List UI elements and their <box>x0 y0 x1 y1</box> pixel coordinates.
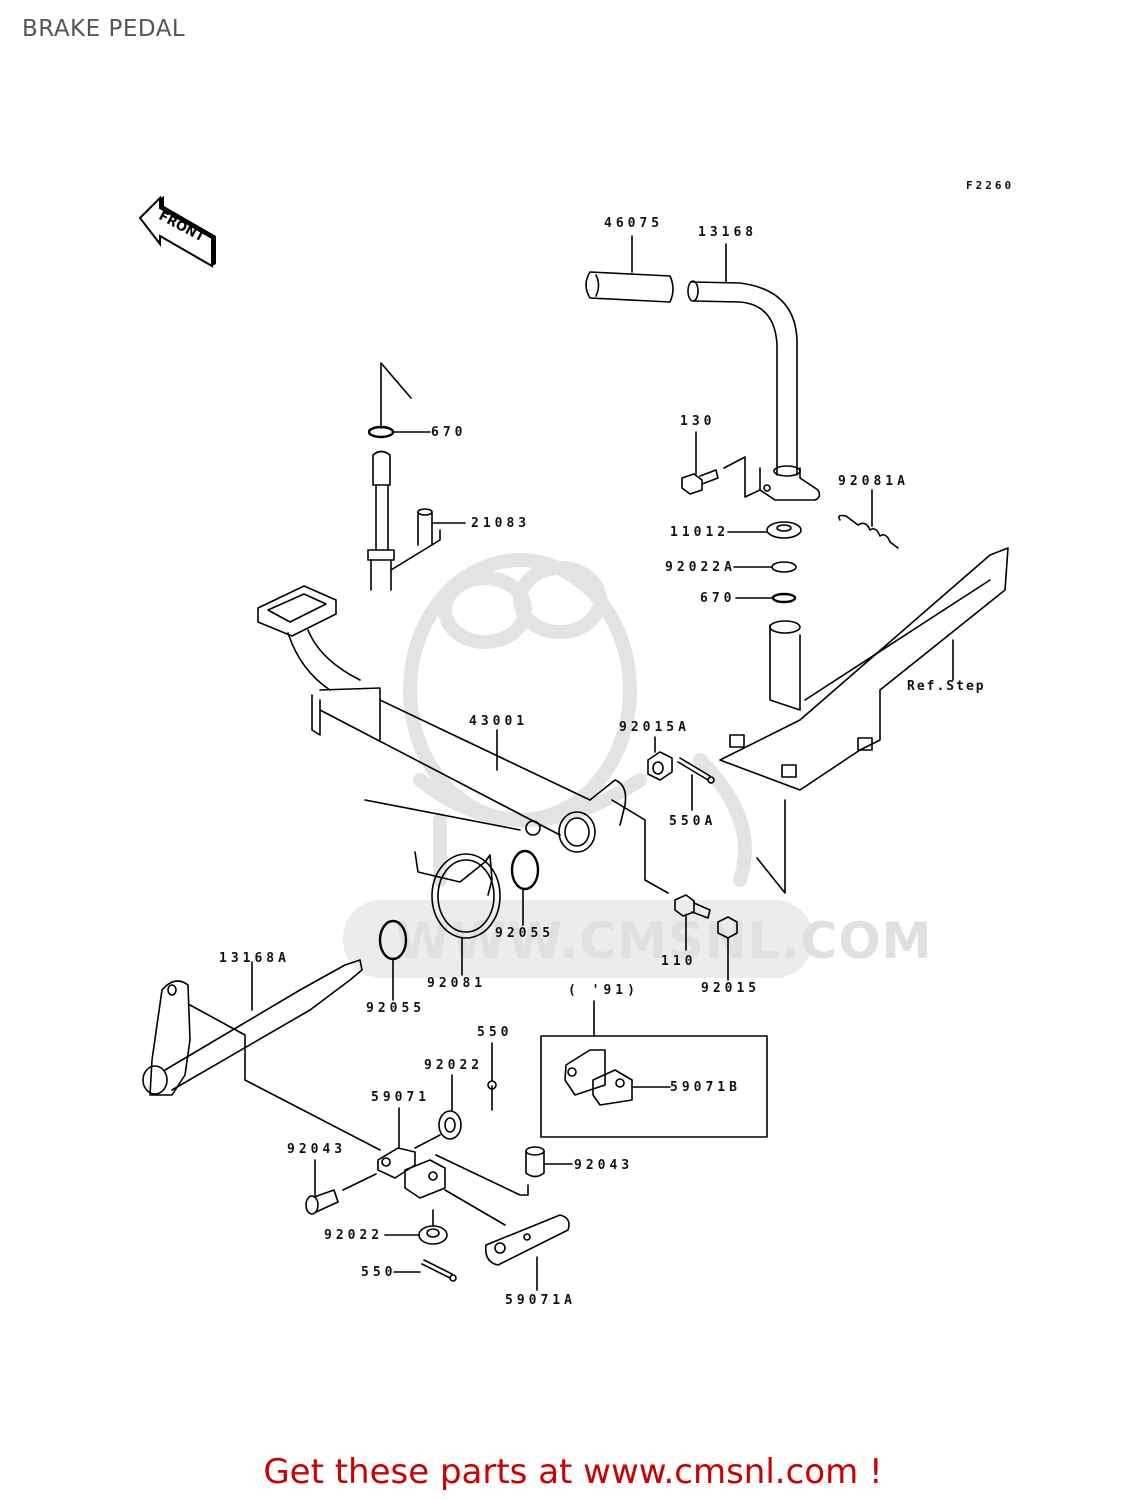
callout-59071B[interactable]: 59071B <box>670 1080 741 1095</box>
callout-130[interactable]: 130 <box>680 414 716 429</box>
callout-59071A[interactable]: 59071A <box>505 1293 576 1308</box>
part-13168A-shaft[interactable] <box>142 959 363 1096</box>
footer-link[interactable]: Get these parts at www.cmsnl.com ! <box>263 1452 883 1492</box>
part-59071-joint[interactable] <box>377 1147 446 1199</box>
part-92055-oring-a[interactable] <box>510 849 540 891</box>
callout-92015A[interactable]: 92015A <box>619 720 690 735</box>
part-110-bolt[interactable] <box>674 894 711 919</box>
59071B-inset-box <box>540 1035 768 1138</box>
callout-92022-bottom[interactable]: 92022 <box>324 1228 384 1243</box>
callout-92043-left[interactable]: 92043 <box>287 1142 347 1157</box>
page-title: BRAKE PEDAL <box>22 16 186 42</box>
callout-550-bottom[interactable]: 550 <box>361 1265 397 1280</box>
part-92043-pin-left[interactable] <box>305 1189 339 1215</box>
part-550A-cotter-pin[interactable] <box>677 757 715 784</box>
watermark-text: WWW.CMSNL.COM <box>395 912 933 970</box>
callout-91-note: ( '91) <box>568 983 639 998</box>
callout-11012[interactable]: 11012 <box>670 525 730 540</box>
callout-670-top[interactable]: 670 <box>431 425 467 440</box>
callout-670-right[interactable]: 670 <box>700 591 736 606</box>
part-550-cotter-pin-bottom[interactable] <box>421 1259 453 1279</box>
part-11012-washer[interactable] <box>766 521 802 539</box>
front-arrow-icon: FRONT <box>138 196 216 268</box>
part-46075-grip[interactable] <box>585 271 674 303</box>
callout-13168[interactable]: 13168 <box>698 225 758 240</box>
part-21083-shaft[interactable] <box>367 450 441 591</box>
part-92043-pin-right[interactable] <box>525 1146 545 1178</box>
part-13168-lever[interactable] <box>687 280 821 501</box>
part-92055-oring-b[interactable] <box>378 919 408 961</box>
part-92022A-washer[interactable] <box>771 561 797 573</box>
callout-92015[interactable]: 92015 <box>701 981 761 996</box>
part-92015-nut[interactable] <box>717 916 738 939</box>
callout-13168A[interactable]: 13168A <box>219 951 290 966</box>
part-92081A-spring[interactable] <box>838 514 899 549</box>
callout-550-top[interactable]: 550 <box>477 1025 513 1040</box>
callout-43001[interactable]: 43001 <box>469 714 529 729</box>
callout-92055-a[interactable]: 92055 <box>495 926 555 941</box>
part-43001-brake-pedal[interactable] <box>257 585 627 853</box>
part-ref-step <box>719 547 1009 791</box>
callout-92055-b[interactable]: 92055 <box>366 1001 426 1016</box>
callout-21083[interactable]: 21083 <box>471 516 531 531</box>
callout-59071[interactable]: 59071 <box>371 1090 431 1105</box>
part-130-bolt[interactable] <box>681 469 719 495</box>
part-92015A-nut[interactable] <box>647 751 673 781</box>
part-92022-washer-top[interactable] <box>438 1110 462 1140</box>
part-92081-return-spring[interactable] <box>414 851 501 939</box>
callout-92022-top[interactable]: 92022 <box>424 1058 484 1073</box>
callout-92081[interactable]: 92081 <box>427 976 487 991</box>
callout-92022A[interactable]: 92022A <box>665 560 736 575</box>
callout-92081A[interactable]: 92081A <box>838 474 909 489</box>
callout-ref-step[interactable]: Ref.Step <box>907 679 986 694</box>
part-59071B-joint[interactable] <box>564 1049 633 1106</box>
part-59071A-joint[interactable] <box>484 1214 570 1266</box>
callout-92043-right[interactable]: 92043 <box>574 1158 634 1173</box>
callout-110[interactable]: 110 <box>661 954 697 969</box>
figure-code: F2260 <box>966 179 1015 192</box>
watermark-mascot <box>403 553 752 887</box>
callout-46075[interactable]: 46075 <box>604 216 664 231</box>
part-670-oring-right[interactable] <box>771 592 797 604</box>
watermark-bar <box>343 900 813 978</box>
callout-550A[interactable]: 550A <box>669 814 717 829</box>
